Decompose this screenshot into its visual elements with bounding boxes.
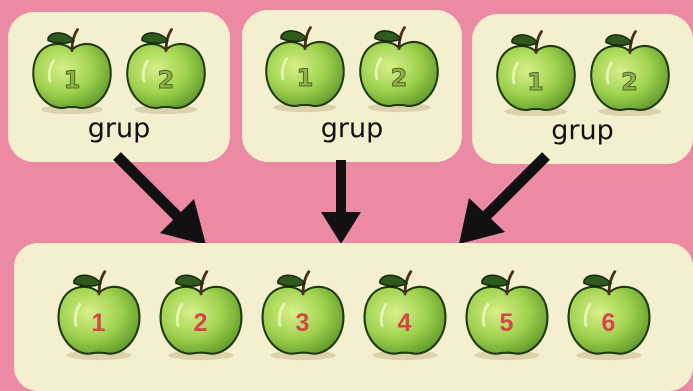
arrow-left [113,152,206,245]
group-label: grup [551,115,614,146]
group-panel-1: 1 2 grup [8,12,230,162]
apple-number: 1 [91,309,106,337]
apple-icon: 2 [353,20,445,116]
group-panel-3: 1 2 grup [472,14,693,164]
apple-number: 2 [621,68,639,97]
apple-number: 4 [397,309,412,337]
apple-icon: 5 [459,265,555,363]
apple-number: 1 [296,64,314,93]
apple-number: 1 [527,68,545,97]
apple-number: 6 [601,309,616,337]
apple-icon: 1 [26,22,118,118]
group-label: grup [320,113,384,144]
apple-icon: 6 [561,265,657,363]
arrow-middle [321,160,361,244]
apple-number: 2 [193,309,208,337]
apple-number: 2 [390,64,408,93]
group-label: grup [87,113,151,144]
apple-icon: 4 [357,265,453,363]
apple-number: 3 [295,309,310,337]
group-panel-2: 1 2 grup [242,10,462,162]
apple-icon: 1 [51,265,147,363]
apple-icon: 2 [153,265,249,363]
apple-icon: 1 [490,24,582,120]
apple-number: 5 [499,309,514,337]
apple-number: 2 [157,66,175,95]
apple-icon: 3 [255,265,351,363]
apple-icon: 1 [259,20,351,116]
arrow-right [459,152,550,244]
apple-icon: 2 [584,24,676,120]
apple-number: 1 [63,66,81,95]
result-panel: 1 2 3 4 5 6 [14,243,693,391]
apple-icon: 2 [120,22,212,118]
